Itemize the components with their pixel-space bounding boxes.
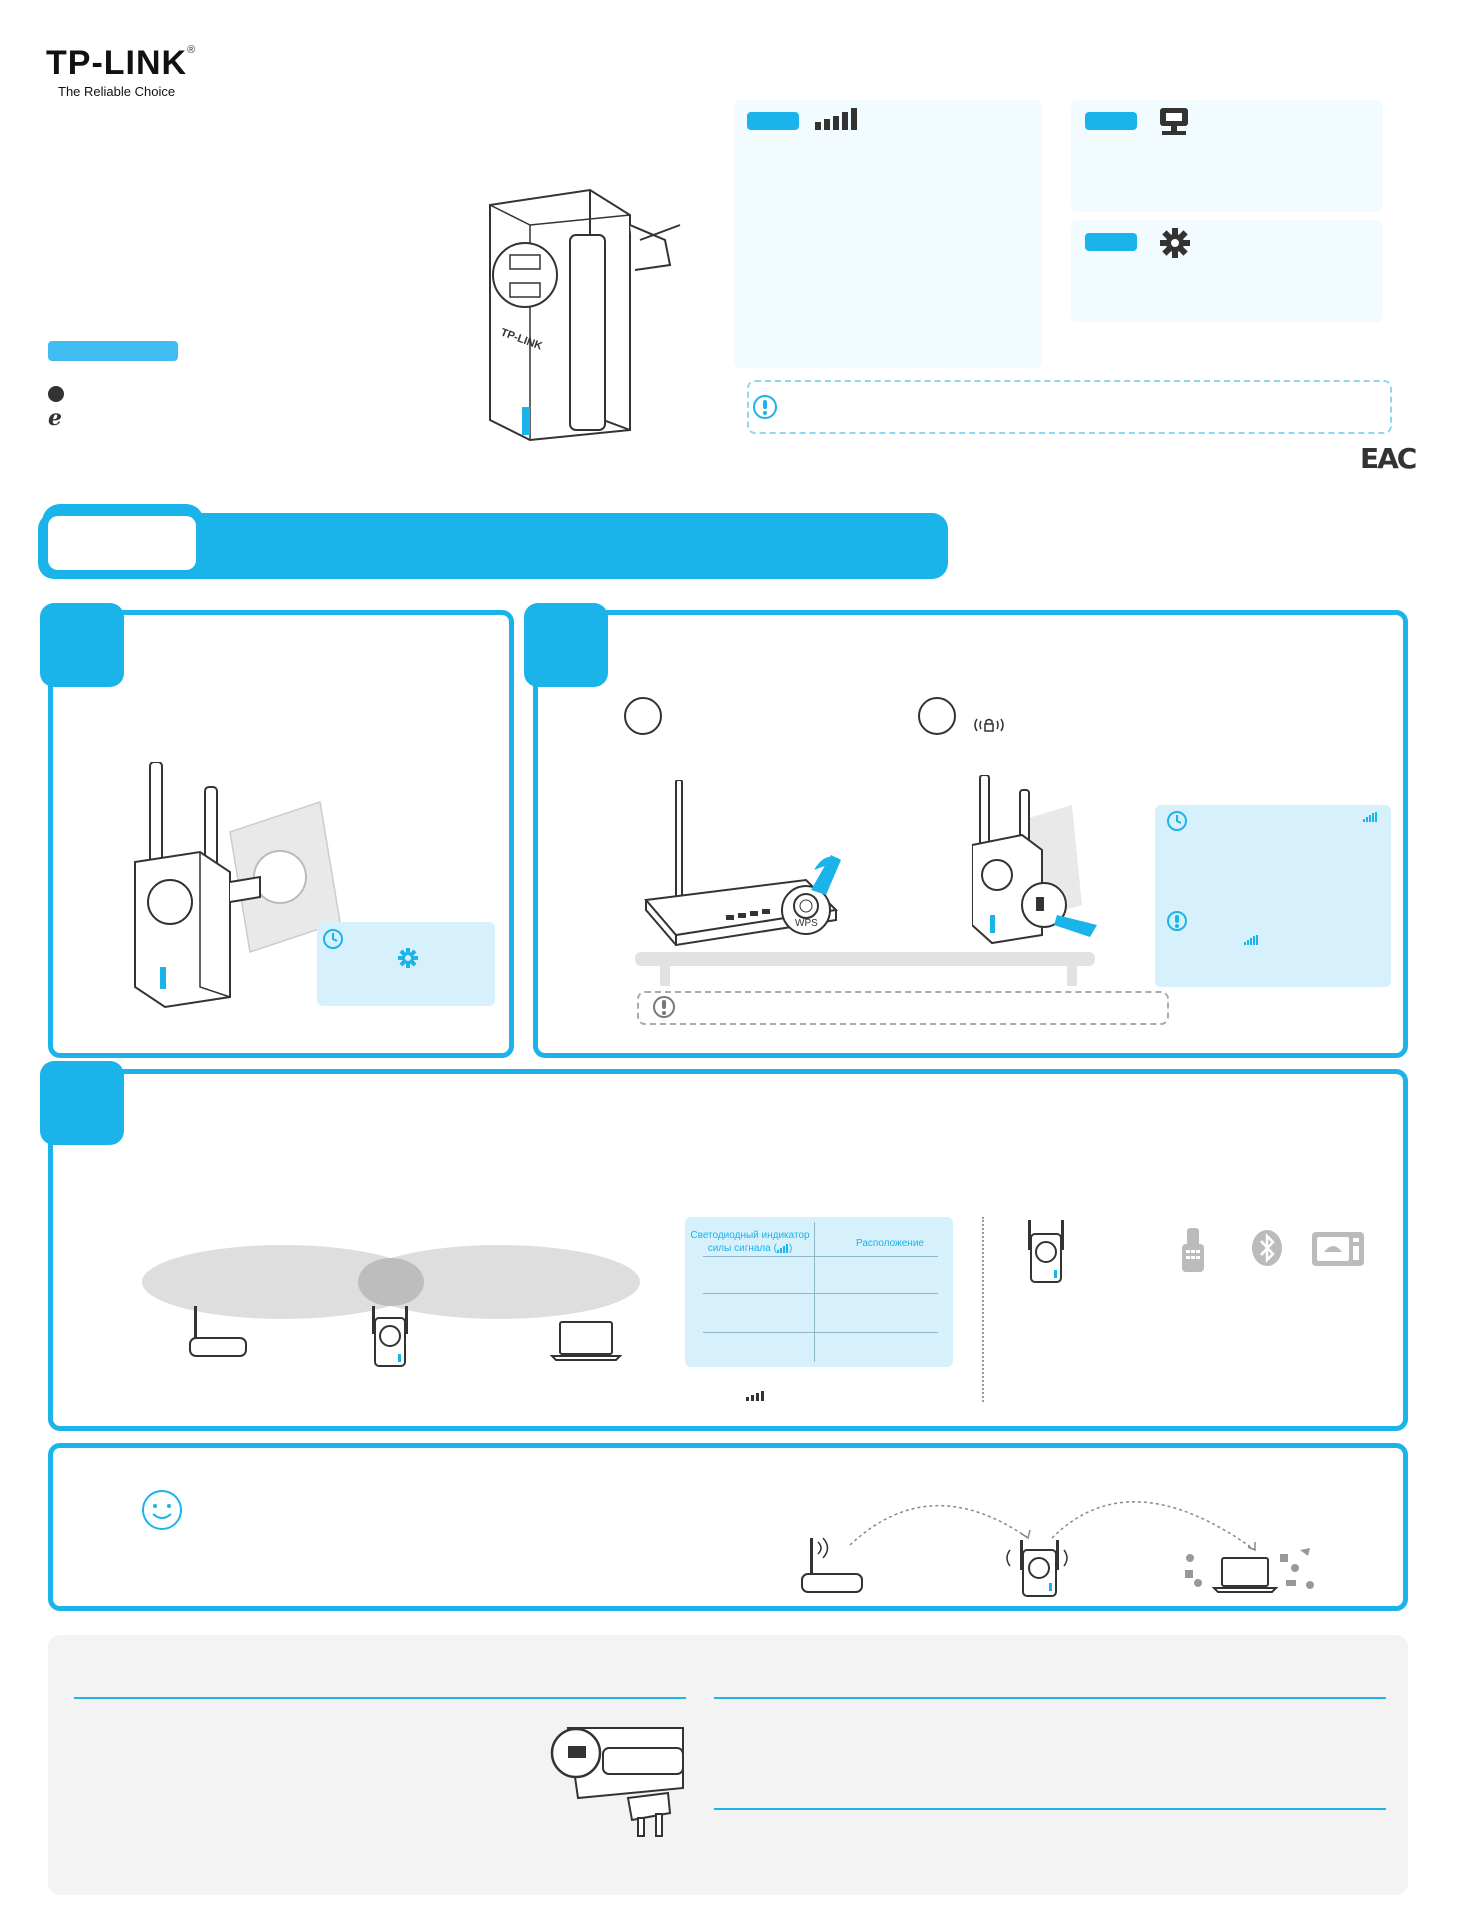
footer-rule-right-bottom (714, 1808, 1386, 1810)
signal-bars-icon (746, 1389, 768, 1401)
bullet-dot-icon (48, 386, 64, 402)
extender-device-illustration: TP-LINK (470, 185, 690, 445)
shelf-leg-left (660, 962, 670, 986)
shelf (635, 952, 1095, 966)
info-icon (1166, 910, 1188, 932)
lan-pill (1085, 112, 1137, 130)
bluetooth-icon (1250, 1229, 1284, 1267)
microwave-icon (1312, 1232, 1364, 1268)
led-table-col1-text: Светодиодный индикатор силы сигнала ( (690, 1230, 810, 1254)
step2-note-box (637, 991, 1169, 1025)
led-table-rule (703, 1256, 938, 1257)
wps-lock-icon (972, 716, 1006, 734)
signal-bars-icon (1244, 935, 1258, 945)
power-led-icon (398, 948, 418, 968)
extender-small-icon (1026, 1220, 1066, 1286)
eac-mark: EAC (1360, 442, 1417, 475)
dotted-separator (982, 1217, 984, 1402)
info-icon (752, 394, 778, 420)
reset-button-illustration (548, 1718, 688, 1840)
signal-bars-icon (776, 1243, 789, 1253)
led-table (685, 1217, 953, 1367)
brand-name: TP-LINK (46, 44, 188, 82)
led-table-divider (814, 1222, 815, 1362)
gear-icon (1160, 228, 1190, 258)
signal-panel (734, 100, 1042, 368)
step2-circle-b (918, 697, 956, 735)
extender-small-icon (370, 1306, 410, 1370)
smile-icon (140, 1488, 184, 1532)
overlap-coverage (358, 1258, 424, 1306)
router-small-icon (186, 1306, 250, 1360)
lan-icon (1158, 106, 1190, 136)
wps-label: WPS (795, 918, 818, 929)
led-table-rule (703, 1332, 938, 1333)
footer-rule-right-top (714, 1697, 1386, 1699)
clock-icon (1166, 810, 1188, 832)
step2-tip (1155, 805, 1391, 987)
signal-bars-icon (815, 108, 860, 130)
extender-wall-illustration (130, 762, 350, 1012)
title-tab-inner (48, 516, 196, 570)
shelf-leg-right (1067, 962, 1077, 986)
info-icon (652, 995, 676, 1019)
section-pill (48, 341, 178, 361)
registered-mark: ® (187, 44, 196, 56)
extender-wps-illustration (972, 775, 1112, 945)
signal-pill (747, 112, 799, 130)
brand-tagline: The Reliable Choice (58, 84, 176, 99)
brand-logo: TP-LINK® (46, 44, 195, 83)
clock-icon (322, 928, 344, 950)
led-table-col2-header: Расположение (856, 1238, 924, 1249)
step1-badge (40, 603, 124, 687)
ie-browser-icon: e (48, 405, 62, 431)
power-pill (1085, 233, 1137, 251)
step2-circle-a (624, 697, 662, 735)
enjoy-box (48, 1443, 1408, 1611)
router-wps-illustration (636, 780, 866, 950)
step3-badge (40, 1061, 124, 1145)
cordless-phone-icon (1180, 1228, 1206, 1274)
network-flow-illustration (790, 1450, 1350, 1600)
laptop-icon (550, 1320, 622, 1362)
step2-badge (524, 603, 608, 687)
signal-bars-icon (1363, 812, 1377, 822)
led-table-rule (703, 1293, 938, 1294)
led-table-col1-header: Светодиодный индикатор силы сигнала ( ) (686, 1229, 814, 1255)
info-note-box (747, 380, 1392, 434)
footer-rule-left (74, 1697, 686, 1699)
footer-panel (48, 1635, 1408, 1895)
led-table-col1-close: ) (788, 1243, 793, 1254)
